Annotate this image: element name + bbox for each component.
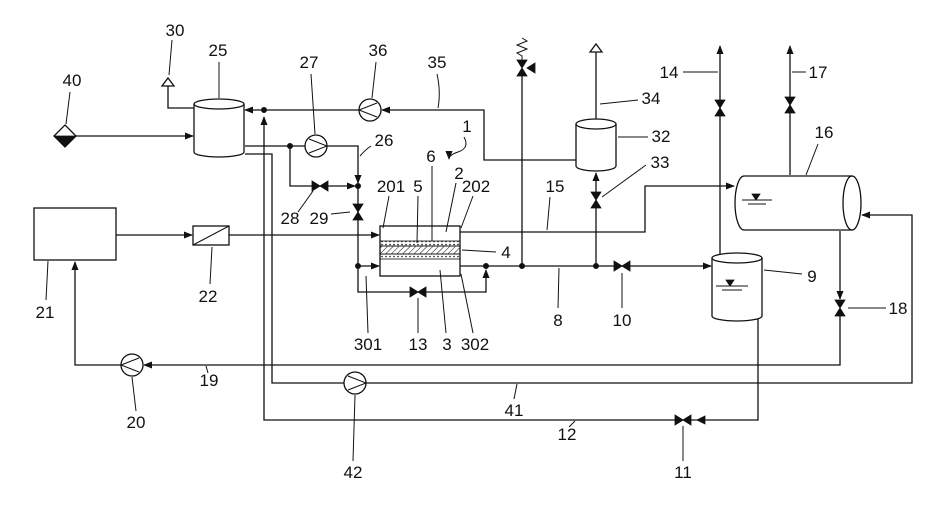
tank-25-body <box>194 104 244 157</box>
ref-numeral-3: 3 <box>442 335 451 354</box>
junction-dot <box>355 263 360 268</box>
ref-numeral-17: 17 <box>809 63 828 82</box>
ref-numeral-42: 42 <box>344 463 363 482</box>
junction-dot <box>593 263 598 268</box>
ref-numeral-32: 32 <box>652 127 671 146</box>
junction-dot <box>483 263 488 268</box>
pump-27 <box>305 135 327 157</box>
ref-numeral-35: 35 <box>428 53 447 72</box>
ref-numeral-27: 27 <box>300 53 319 72</box>
tank-32-body <box>576 124 616 171</box>
pump-20 <box>121 354 143 376</box>
tank-16 <box>735 176 861 230</box>
pump-27-casing <box>305 135 327 157</box>
ref-numeral-20: 20 <box>127 413 146 432</box>
junction-dot <box>287 143 292 148</box>
tank-16-end-cap <box>843 176 861 230</box>
tank-9 <box>712 253 762 321</box>
ref-numeral-40: 40 <box>63 71 82 90</box>
ref-numeral-8: 8 <box>553 311 562 330</box>
pump-42-casing <box>344 372 366 394</box>
ref-numeral-12: 12 <box>558 425 577 444</box>
ref-numeral-25: 25 <box>209 41 228 60</box>
ref-numeral-41: 41 <box>505 401 524 420</box>
ref-numeral-16: 16 <box>815 123 834 142</box>
ref-numeral-21: 21 <box>36 303 55 322</box>
junction-dot <box>355 183 360 188</box>
tank-25 <box>194 99 244 157</box>
stack-layer-5 <box>380 254 460 259</box>
junction-dot <box>519 263 524 268</box>
pump-36 <box>359 99 381 121</box>
tank-16-body <box>735 176 852 230</box>
ref-numeral-34: 34 <box>642 89 661 108</box>
pump-36-casing <box>359 99 381 121</box>
box-21 <box>34 208 116 260</box>
ref-numeral-6: 6 <box>426 147 435 166</box>
ref-numeral-302: 302 <box>461 335 489 354</box>
ref-numeral-22: 22 <box>199 287 218 306</box>
ref-numeral-10: 10 <box>613 311 632 330</box>
pump-20-casing <box>121 354 143 376</box>
ref-numeral-18: 18 <box>889 299 908 318</box>
tank-32 <box>576 119 616 171</box>
tank-25-top <box>194 99 244 109</box>
junction-dot <box>261 107 266 112</box>
pump-42 <box>344 372 366 394</box>
stack-layer-4-hatched <box>380 246 460 254</box>
stack-1 <box>380 226 460 276</box>
ref-numeral-301: 301 <box>354 335 382 354</box>
ref-numeral-26: 26 <box>375 131 394 150</box>
ref-numeral-15: 15 <box>546 177 565 196</box>
ref-numeral-4: 4 <box>501 243 510 262</box>
ref-numeral-202: 202 <box>462 177 490 196</box>
ref-numeral-30: 30 <box>166 21 185 40</box>
stack-layer-6 <box>380 241 460 246</box>
tank-32-top <box>576 119 616 129</box>
ref-numeral-28: 28 <box>281 209 300 228</box>
ref-numeral-5: 5 <box>413 177 422 196</box>
ref-numeral-33: 33 <box>651 153 670 172</box>
ref-numeral-11: 11 <box>674 463 692 482</box>
ref-numeral-9: 9 <box>807 267 816 286</box>
tank-9-top <box>712 253 762 263</box>
ref-numeral-14: 14 <box>660 63 679 82</box>
ref-numeral-36: 36 <box>369 41 388 60</box>
ref-numeral-1: 1 <box>462 117 471 136</box>
ref-numeral-19: 19 <box>200 371 219 390</box>
ref-numeral-201: 201 <box>377 177 405 196</box>
ref-numeral-13: 13 <box>409 335 428 354</box>
ref-numeral-29: 29 <box>310 209 329 228</box>
component-22 <box>193 226 229 245</box>
